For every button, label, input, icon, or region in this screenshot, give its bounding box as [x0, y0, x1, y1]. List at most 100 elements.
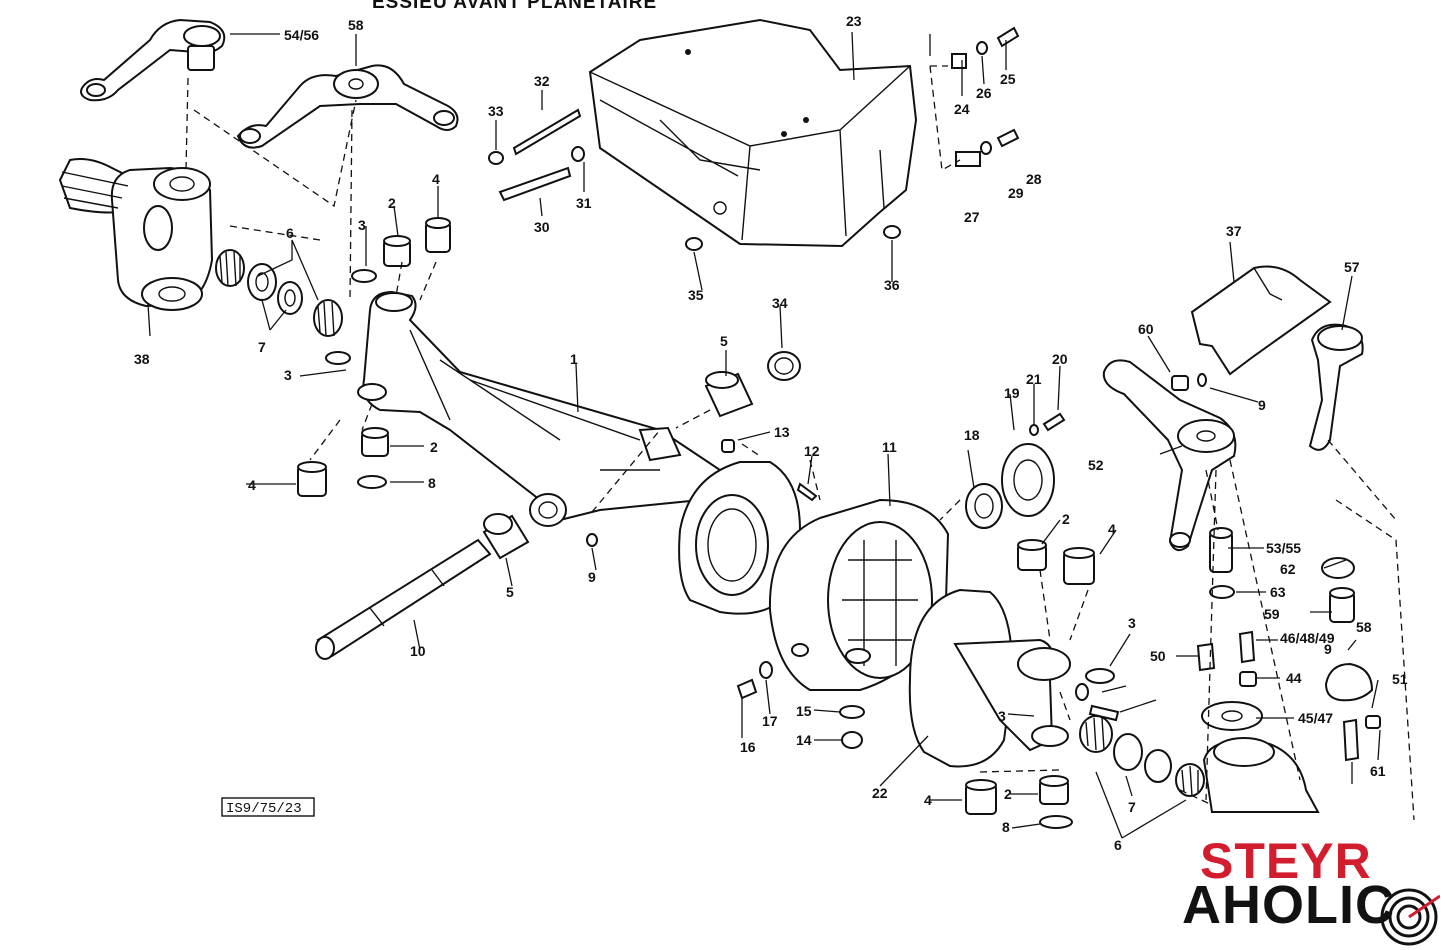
seal-8-bottom: [1039, 815, 1073, 829]
needle-bearing-6-left: [215, 249, 245, 287]
steering-knuckle-38: [58, 158, 214, 311]
bushing-2-left: [361, 427, 389, 457]
plate-53-55: [1324, 662, 1374, 702]
label-8-bottom: 8: [1002, 819, 1010, 835]
label-9-rr: 9: [1324, 641, 1332, 657]
washer-26: [976, 41, 988, 55]
differential-carrier-11: [768, 498, 950, 691]
label-13: 13: [774, 424, 790, 440]
bushing-46-48-49: [1209, 527, 1233, 573]
label-20: 20: [1052, 351, 1068, 367]
bearing-59: [1321, 557, 1355, 579]
label-50: 54/56: [284, 27, 319, 43]
label-4-left: 4: [248, 477, 256, 493]
shaft-10: [315, 538, 492, 660]
steering-arm-52: [236, 64, 459, 149]
part-labels: 54/56 58 23 25 24 26 28 29 27 32 33 31 3…: [134, 13, 1408, 853]
leader-lines: [147, 31, 1381, 839]
label-2-left: 2: [430, 439, 438, 455]
label-31: 31: [576, 195, 592, 211]
nut-39: [1239, 671, 1257, 687]
bolt-30: [498, 166, 572, 202]
bolt-63: [1342, 718, 1360, 762]
label-45-47: 52: [1088, 457, 1104, 473]
bushing-54-56: [1329, 587, 1355, 623]
label-26: 26: [976, 85, 992, 101]
label-5-right: 5: [720, 333, 728, 349]
plug-35: [685, 237, 703, 251]
washer-33: [488, 151, 504, 165]
label-6-bottom: 6: [1114, 837, 1122, 853]
seal-34: [767, 351, 801, 381]
ring-7-lower-a: [1113, 733, 1143, 771]
label-6-top: 6: [286, 225, 294, 241]
label-34: 34: [772, 295, 788, 311]
steering-knuckle-right: [1202, 737, 1320, 813]
stud-41: [1238, 630, 1256, 664]
axle-housing-1: [357, 290, 722, 527]
washer-3-top: [351, 269, 377, 283]
label-3-bottom: 3: [998, 708, 1006, 724]
washer-3-right: [1085, 668, 1115, 684]
diagram-title: ESSIEU AVANT PLANETAIRE: [372, 0, 657, 13]
label-12: 12: [804, 443, 820, 459]
label-59: 62: [1280, 561, 1296, 577]
steyraholic-logo: STEYR AHOLIC: [1150, 826, 1445, 950]
bolt-28: [996, 128, 1020, 148]
ring-7-lower-b: [1144, 749, 1172, 783]
label-7-top: 7: [258, 339, 266, 355]
flange-housing: [678, 461, 802, 615]
bushing-2-bottom: [1039, 775, 1069, 805]
nut-58-lower: [1365, 715, 1381, 729]
washer-31: [571, 146, 585, 162]
needle-bearing-6-right: [313, 299, 343, 337]
bolt-20: [1042, 412, 1066, 432]
target-ring-icon: [1380, 888, 1440, 946]
logo-line-2: AHOLIC: [1182, 875, 1395, 935]
label-4-right: 4: [1108, 521, 1116, 537]
label-16: 16: [740, 739, 756, 755]
steering-arm-50: [80, 18, 226, 102]
label-9-right: 9: [1258, 397, 1266, 413]
label-14: 14: [796, 732, 812, 748]
label-3-top: 3: [358, 217, 366, 233]
bushing-4-left: [297, 461, 327, 497]
bushing-2-top: [383, 235, 411, 267]
label-33: 33: [488, 103, 504, 119]
bolt-25: [996, 26, 1020, 48]
bolt-61: [1088, 704, 1120, 722]
label-52: 58: [348, 17, 364, 33]
label-1: 1: [570, 351, 578, 367]
bolt-16: [736, 678, 758, 700]
fitting-9-right: [1197, 373, 1207, 387]
label-19: 18: [964, 427, 980, 443]
label-24: 24: [954, 101, 970, 117]
steering-arm-45-47: [1102, 359, 1237, 552]
label-22: 22: [872, 785, 888, 801]
needle-bearing-6-lower-b: [1175, 763, 1205, 797]
label-53-55: 58: [1356, 619, 1372, 635]
label-3-right: 3: [1128, 615, 1136, 631]
label-2-bottom: 2: [1004, 786, 1012, 802]
label-35: 35: [688, 287, 704, 303]
needle-bearing-6-lower: [1079, 715, 1113, 753]
label-28: 28: [1026, 171, 1042, 187]
label-27: 27: [964, 209, 980, 225]
label-2-right: 2: [1062, 511, 1070, 527]
axle-cover-22: [908, 588, 1071, 768]
steering-arm-51: [1308, 323, 1364, 451]
label-36: 36: [884, 277, 900, 293]
plug-14: [841, 731, 863, 749]
label-8-left: 8: [428, 475, 436, 491]
label-54-56: 59: [1264, 606, 1280, 622]
bushing-5-left: [482, 513, 530, 560]
label-58-top: 60: [1138, 321, 1154, 337]
label-44: 51: [1392, 671, 1408, 687]
label-25: 25: [1000, 71, 1016, 87]
washer-15: [839, 705, 865, 719]
nut-13: [721, 439, 735, 453]
stud-32: [512, 108, 582, 156]
label-11: 11: [882, 439, 897, 455]
